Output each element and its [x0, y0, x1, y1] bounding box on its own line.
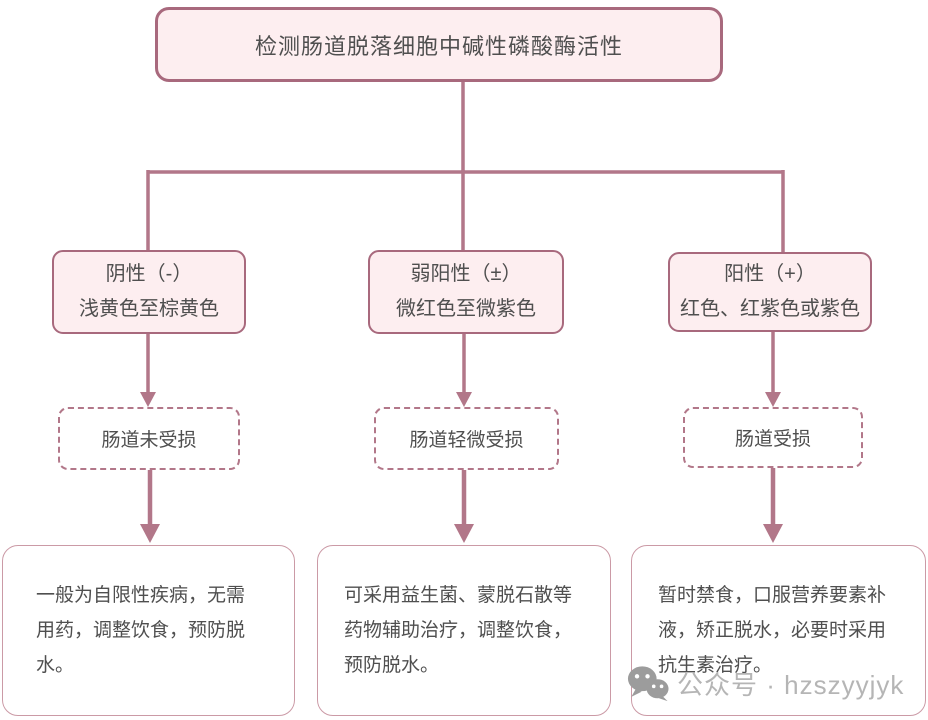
status-label: 肠道受损	[734, 429, 811, 450]
advice-node-negative: 一般为自限性疾病，无需用药，调整饮食，预防脱水。	[2, 545, 295, 716]
watermark: 公众号 · hzszyyjyk	[627, 665, 904, 702]
arrow-down-icon	[456, 392, 472, 407]
status-label: 肠道未受损	[101, 430, 197, 451]
result-node-negative: 阴性（-） 浅黄色至棕黄色	[52, 250, 246, 334]
root-node-label: 检测肠道脱落细胞中碱性磷酸酶活性	[254, 33, 623, 59]
arrow-down-icon	[140, 392, 156, 407]
advice-node-positive: 暂时禁食，口服营养要素补液，矫正脱水，必要时采用抗生素治疗。	[631, 545, 926, 716]
advice-text: 可采用益生菌、蒙脱石散等药物辅助治疗，调整饮食，预防脱水。	[344, 584, 573, 677]
status-label: 肠道轻微受损	[409, 430, 524, 451]
watermark-label: 公众号 · hzszyyjyk	[677, 670, 905, 700]
arrow-down-icon	[765, 392, 781, 407]
status-node-damaged: 肠道受损	[683, 407, 863, 468]
arrow-down-icon	[140, 524, 160, 543]
result-node-positive: 阳性（+） 红色、红紫色或紫色	[668, 252, 872, 332]
result-node-weak-positive: 弱阳性（±） 微红色至微紫色	[368, 250, 564, 334]
arrow-down-icon	[763, 524, 783, 543]
result-label: 阳性（+）	[724, 263, 816, 285]
result-label: 阴性（-）	[105, 263, 193, 285]
result-color-desc: 红色、红紫色或紫色	[680, 298, 860, 320]
status-node-intact: 肠道未受损	[58, 407, 240, 470]
status-node-mild-damage: 肠道轻微受损	[374, 407, 559, 470]
arrow-down-icon	[454, 524, 474, 543]
wechat-icon	[627, 666, 669, 702]
root-node-title: 检测肠道脱落细胞中碱性磷酸酶活性	[155, 7, 723, 82]
result-color-desc: 微红色至微紫色	[396, 298, 536, 320]
advice-text: 暂时禁食，口服营养要素补液，矫正脱水，必要时采用抗生素治疗。	[658, 584, 887, 677]
result-color-desc: 浅黄色至棕黄色	[79, 298, 219, 320]
advice-text: 一般为自限性疾病，无需用药，调整饮食，预防脱水。	[36, 584, 246, 677]
advice-node-weak-positive: 可采用益生菌、蒙脱石散等药物辅助治疗，调整饮食，预防脱水。	[317, 545, 611, 716]
result-label: 弱阳性（±）	[410, 263, 522, 285]
